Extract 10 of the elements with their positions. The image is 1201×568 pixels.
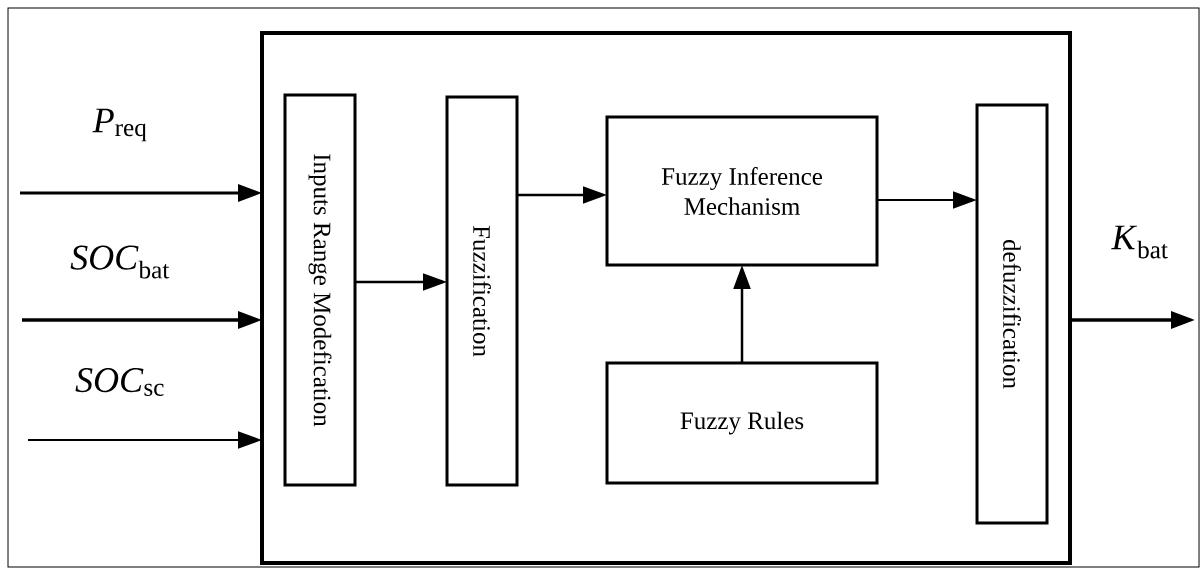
process-box: Inputs Range Modefication [283,93,357,487]
edge-label: SOC$_{bat}$ [70,245,170,279]
edge-label: SOC$_{sc}$ [75,368,164,396]
process-box: Fuzzy Rules [605,361,879,485]
process-box: Fuzzification [445,95,519,487]
process-box: Fuzzy Inference Mechanism [605,115,879,267]
process-box: defuzzification [975,103,1049,525]
edge-label: K$_{bat}$ [1111,225,1168,259]
edge-label: P$_{req}$ [92,108,147,142]
outer-box [260,31,1072,565]
